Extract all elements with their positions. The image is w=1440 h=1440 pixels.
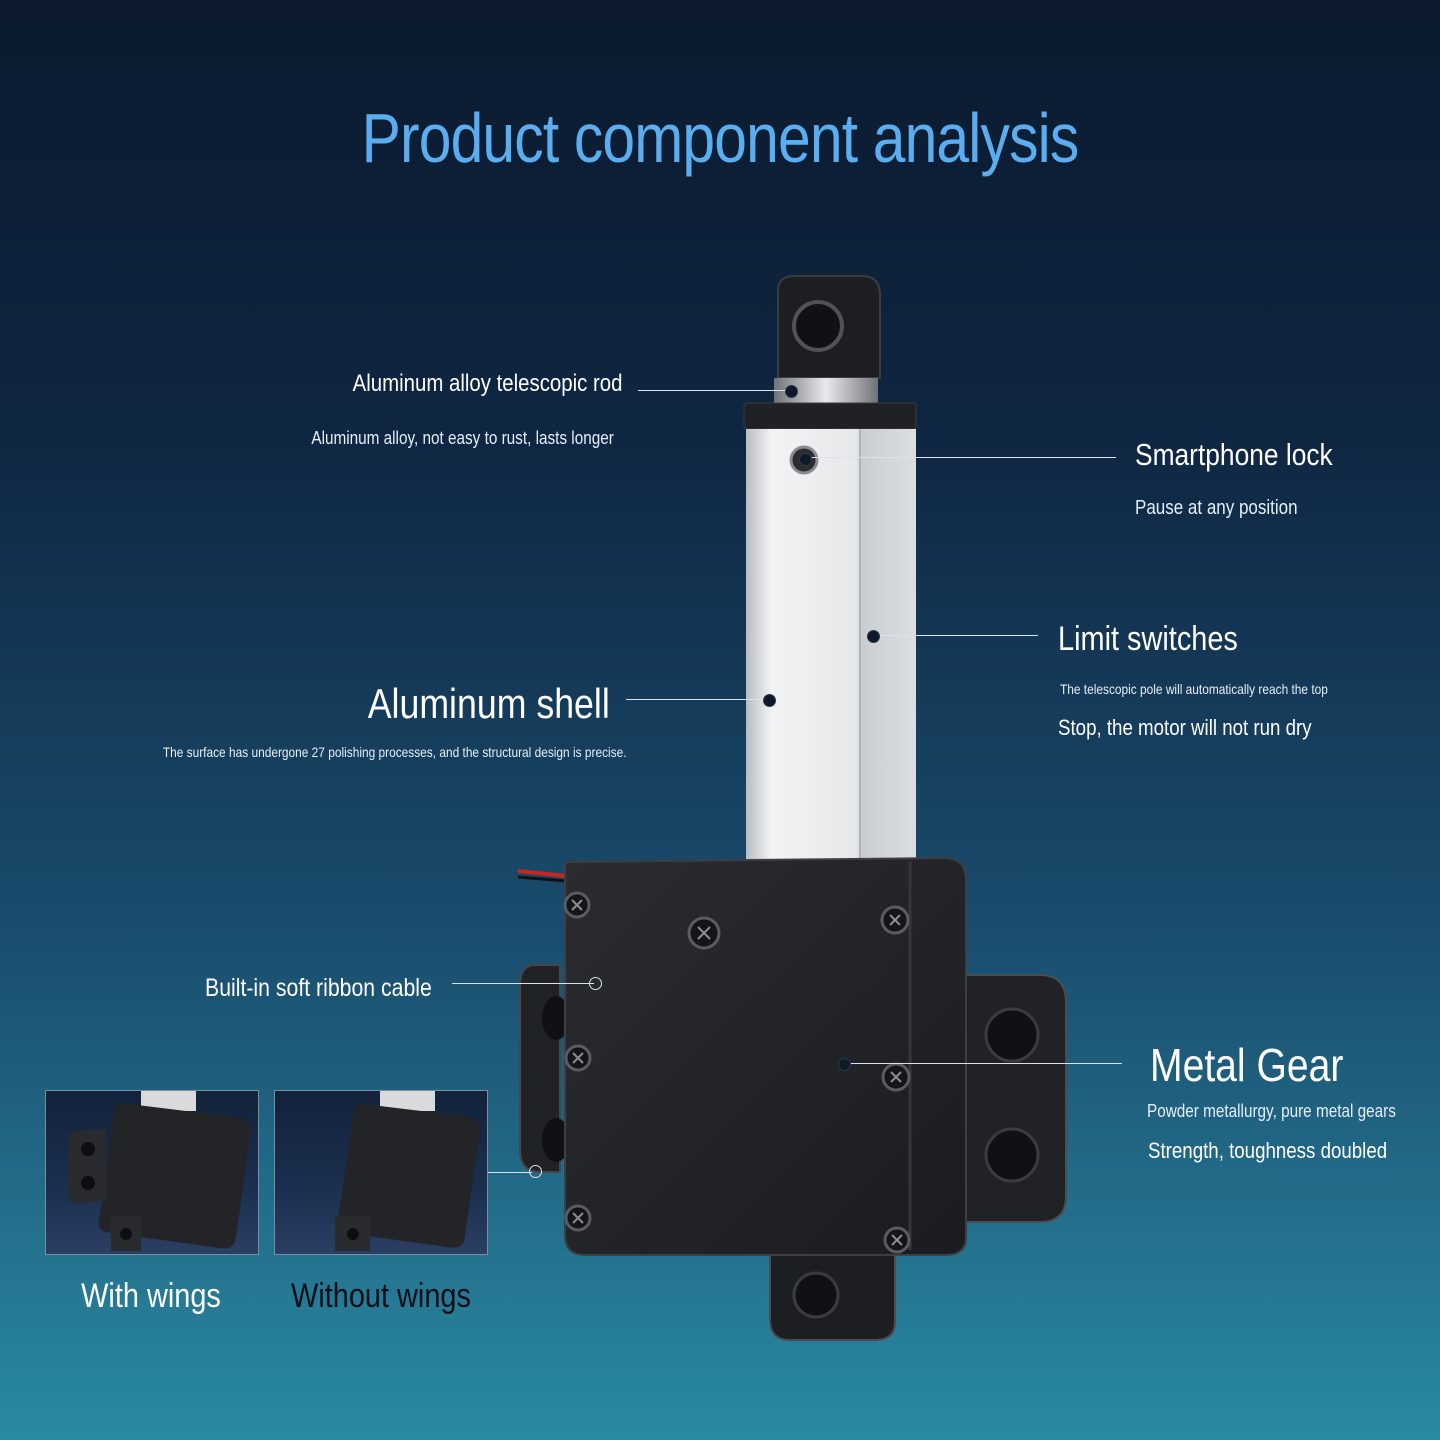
rod-label: Aluminum alloy telescopic rod [352,370,622,397]
gear-label: Metal Gear [1150,1039,1344,1091]
rod-desc: Aluminum alloy, not easy to rust, lasts … [311,428,614,448]
limit-callout-line [874,635,1038,636]
lock-desc: Pause at any position [1135,497,1298,519]
rod-callout-dot [785,385,798,398]
limit-desc-2: Stop, the motor will not run dry [1058,715,1312,740]
limit-desc-1: The telescopic pole will automatically r… [1060,681,1328,697]
cable-callout-line [452,983,594,984]
gear-desc-1: Powder metallurgy, pure metal gears [1147,1101,1396,1121]
limit-label: Limit switches [1058,620,1238,658]
lock-label: Smartphone lock [1135,437,1333,472]
gear-callout-line [846,1063,1122,1064]
without-wings-thumbnail [274,1090,488,1255]
cable-callout-dot [589,977,602,990]
shell-callout-line [626,699,768,700]
without-wings-caption: Without wings [291,1277,471,1315]
lock-callout-dot [799,453,812,466]
thumb-callout-line [488,1172,532,1173]
gear-desc-2: Strength, toughness doubled [1148,1138,1388,1163]
thumb-callout-dot [529,1165,542,1178]
page-title: Product component analysis [361,99,1080,177]
shell-desc: The surface has undergone 27 polishing p… [163,744,627,760]
rod-callout-line [638,390,790,391]
limit-callout-dot [867,630,880,643]
with-wings-caption: With wings [81,1277,221,1315]
cable-label: Built-in soft ribbon cable [205,974,432,1002]
lock-callout-line [806,457,1116,458]
gear-callout-dot [838,1058,851,1071]
shell-label: Aluminum shell [367,680,610,727]
shell-callout-dot [763,694,776,707]
with-wings-thumbnail [45,1090,259,1255]
